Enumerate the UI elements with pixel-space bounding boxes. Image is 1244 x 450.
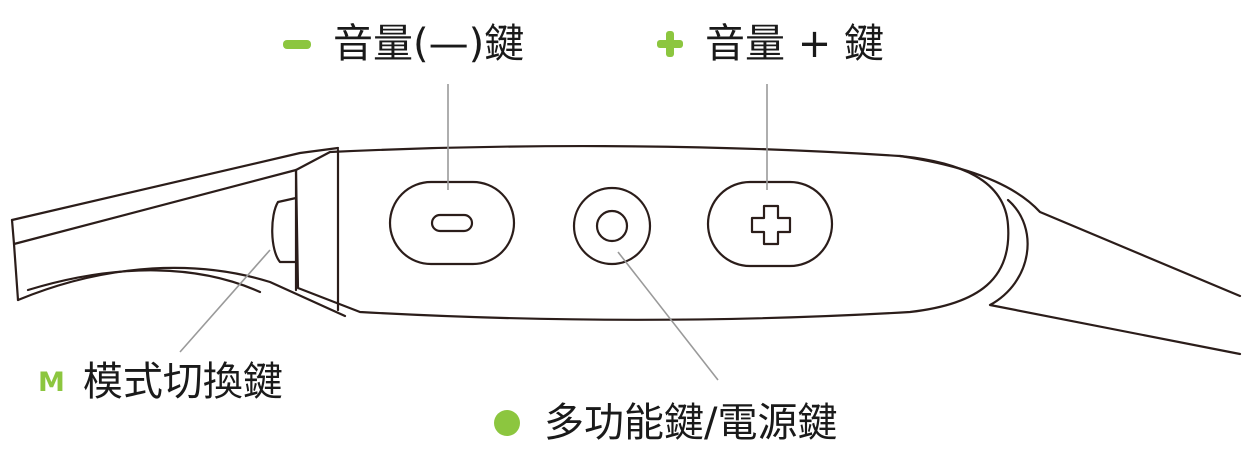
left-band-top-edge [10,146,340,222]
mode-switch-label: M 模式切換鍵 [38,362,283,402]
plus-icon [657,31,683,57]
volume-up-button [706,180,834,268]
leader-lines [179,84,768,381]
mode-switch-label-text: 模式切換鍵 [82,359,283,405]
volume-down-label-text: 音量(—)鍵 [333,21,525,67]
plus-icon [750,204,792,246]
mode-switch-button-shape [271,196,298,264]
left-band-inner-bottom [26,269,262,294]
circle-icon [595,209,629,243]
minus-icon [430,213,474,233]
multi-function-button [572,186,652,266]
leader-multi-function [617,251,719,381]
dot-icon [494,410,520,436]
left-band-bottom-edge [16,266,347,318]
minus-icon [283,39,311,49]
volume-up-label: 音量 + 鍵 [657,24,884,64]
volume-down-label: 音量(—)鍵 [283,24,524,64]
control-housing [294,144,1010,321]
right-band-bottom-edge [988,198,1242,356]
multi-function-label-text: 多功能鍵/電源鍵 [544,400,838,446]
leader-mode-switch [179,249,271,353]
left-band-end [10,218,20,302]
mode-badge: M [38,366,65,398]
left-band-inner-edge [12,168,298,246]
right-band-top-edge [898,154,1242,298]
volume-down-button [388,180,516,266]
volume-up-label-text: 音量 + 鍵 [705,21,884,67]
headset-outline [10,144,1242,356]
multi-function-label: 多功能鍵/電源鍵 [494,403,837,443]
